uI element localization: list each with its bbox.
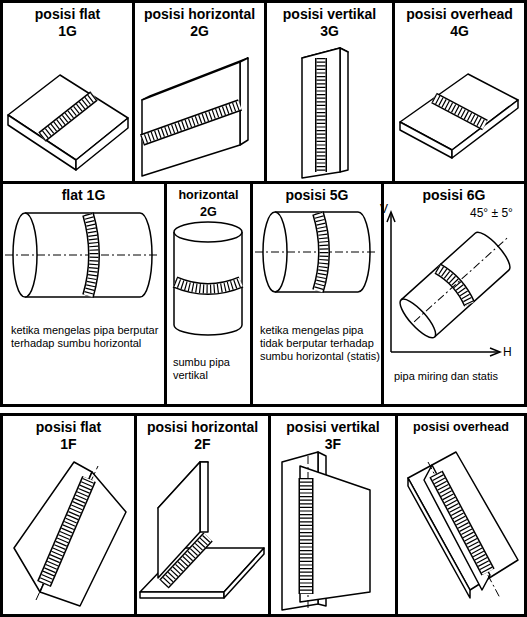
weld-bead xyxy=(175,282,241,289)
plate-edge xyxy=(224,548,264,598)
position-title: posisi vertikal 3G xyxy=(280,6,380,40)
weld-bead xyxy=(142,105,240,140)
position-panel: flat 1G ketika mengelas pipa berputar ter… xyxy=(0,181,167,407)
arrow-head xyxy=(490,348,500,356)
position-title: posisi 6G xyxy=(389,187,519,204)
pipe-end xyxy=(174,222,242,242)
weld-bead xyxy=(44,479,89,584)
plate-edge xyxy=(400,122,452,158)
weld-bead xyxy=(175,282,241,289)
weld-bead xyxy=(88,214,94,296)
position-title: flat 1G xyxy=(14,187,154,204)
axis-label: H xyxy=(503,345,512,359)
position-panel: horizontal 2G sumbu pipa vertikal xyxy=(164,181,253,407)
position-title: posisi horizontal 2F xyxy=(144,419,262,453)
weld-bead xyxy=(317,58,326,172)
weld-bead xyxy=(317,58,326,172)
weld-bead xyxy=(164,537,208,584)
position-note: pipa miring dan statis xyxy=(394,370,524,383)
weld-bead xyxy=(434,98,485,125)
plate xyxy=(300,466,370,602)
weld-bead xyxy=(299,478,314,594)
plate-edge xyxy=(240,58,248,145)
axis-h xyxy=(391,351,498,353)
axis-line xyxy=(255,252,378,253)
arrow-head xyxy=(387,212,395,222)
axis-label: V xyxy=(380,202,388,216)
weld-bead xyxy=(436,474,488,572)
position-panel: posisi flat 1F xyxy=(0,413,137,617)
position-panel: posisi flat 1G xyxy=(0,0,135,184)
weld-bead xyxy=(88,214,94,296)
weld-bead xyxy=(318,213,324,291)
weld-bead xyxy=(88,214,94,296)
position-title: posisi overhead xyxy=(400,419,522,436)
weld-bead xyxy=(318,213,324,291)
axis-line xyxy=(36,466,98,600)
weld-bead xyxy=(434,98,485,125)
plate xyxy=(424,465,490,590)
position-title: posisi overhead 4G xyxy=(402,6,517,40)
position-title: posisi flat 1G xyxy=(29,6,107,40)
axis-v xyxy=(390,214,392,352)
position-panel: posisi overhead xyxy=(395,413,527,617)
weld-bead xyxy=(315,58,327,172)
position-title: posisi flat 1F xyxy=(30,419,108,453)
plate xyxy=(142,62,240,176)
position-panel: posisi overhead 4G xyxy=(392,0,527,184)
position-note: ketika mengelas pipa tidak berputar terh… xyxy=(260,324,380,363)
plate xyxy=(40,472,126,606)
position-title: posisi horizontal 2G xyxy=(141,6,259,40)
plate-edge xyxy=(76,118,128,170)
position-note: sumbu pipa vertikal xyxy=(173,356,249,382)
position-panel: posisi 5G ketika mengelas pipa tidak berp… xyxy=(250,181,384,407)
weld-bead xyxy=(142,105,240,140)
position-title: horizontal 2G xyxy=(169,187,248,221)
weld-bead xyxy=(42,96,94,137)
plate xyxy=(408,452,518,590)
weld-bead xyxy=(42,96,94,137)
position-panel: posisi horizontal 2F xyxy=(134,413,271,617)
weld-bead xyxy=(164,537,208,584)
weld-bead xyxy=(164,537,208,584)
weld-bead xyxy=(44,479,89,584)
plate xyxy=(8,75,128,160)
position-panel: posisi vertikal 3G xyxy=(264,0,395,184)
position-title: posisi vertikal 3F xyxy=(283,419,383,453)
weld-bead xyxy=(142,105,240,140)
weld-bead xyxy=(175,282,241,289)
plate-edge xyxy=(200,462,208,532)
axis-line xyxy=(414,238,507,322)
position-panel: posisi vertikal 3F xyxy=(268,413,398,617)
axis-line xyxy=(5,255,160,256)
weld-bead xyxy=(44,479,89,584)
plate xyxy=(302,48,340,178)
position-note: ketika mengelas pipa berputar terhadap s… xyxy=(11,324,161,350)
position-panel: posisi horizontal 2G xyxy=(132,0,267,184)
plate-edge xyxy=(140,592,224,598)
pipe xyxy=(174,232,242,335)
weld-bead xyxy=(434,98,485,125)
weld-bead xyxy=(436,474,488,572)
position-title: posisi 5G xyxy=(257,187,377,204)
weld-bead xyxy=(318,213,324,291)
weld-bead xyxy=(300,478,312,594)
plate-edge xyxy=(340,48,348,172)
weld-bead xyxy=(436,474,488,572)
axis-line xyxy=(428,462,500,598)
weld-bead xyxy=(300,478,312,594)
weld-bead xyxy=(42,96,94,137)
angle-label: 45° ± 5° xyxy=(470,206,513,220)
